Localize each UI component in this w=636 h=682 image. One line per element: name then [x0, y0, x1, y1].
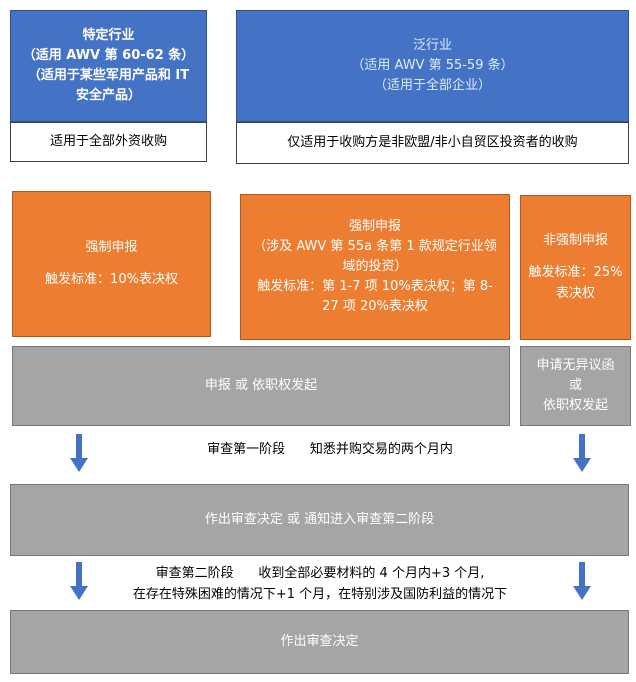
voluntary-filing-title: 非强制申报	[542, 233, 608, 249]
down-arrow-icon	[573, 562, 591, 600]
general-sector-line1: （适用 AWV 第 55-59 条）	[351, 57, 514, 73]
clearance-request-line2: 或	[568, 377, 582, 393]
mandatory-filing-special-box: 强制申报 触发标准：10%表决权	[12, 191, 211, 337]
down-arrow-icon	[70, 562, 88, 600]
special-sector-line3: 安全产品）	[75, 88, 141, 104]
voluntary-filing-line1: 触发标准：25%	[528, 265, 623, 281]
down-arrow-icon	[573, 434, 591, 472]
final-decision-box: 作出审查决定	[10, 610, 629, 674]
clearance-request-line3: 依职权发起	[542, 398, 608, 414]
general-sector-title: 泛行业	[412, 37, 452, 53]
down-arrow-icon	[70, 434, 88, 472]
voluntary-filing-box: 非强制申报 触发标准：25% 表决权	[520, 195, 631, 340]
general-sector-line2: （适用于全部企业）	[373, 78, 491, 94]
mandatory-filing-special-title: 强制申报	[85, 239, 138, 255]
phase1-note: 审查第一阶段 知悉并购交易的两个月内	[207, 442, 453, 457]
voluntary-filing-line2: 表决权	[555, 285, 595, 301]
mandatory-filing-general-line3: 触发标准：第 1-7 项 10%表决权；第 8-	[257, 279, 493, 295]
final-decision-text: 作出审查决定	[280, 633, 359, 649]
mandatory-filing-general-box: 强制申报 （涉及 AWV 第 55a 条第 1 款规定行业领 域的投资） 触发标…	[240, 194, 510, 340]
mandatory-filing-general-line1: （涉及 AWV 第 55a 条第 1 款规定行业领	[253, 238, 497, 254]
clearance-request-box: 申请无异议函 或 依职权发起	[520, 346, 631, 426]
filing-or-exofficio-text: 申报 或 依职权发起	[204, 377, 318, 393]
special-sector-scope: 适用于全部外资收购	[10, 122, 207, 162]
decision-or-phase2-box: 作出审查决定 或 通知进入审查第二阶段	[10, 484, 629, 556]
general-sector-scope-text: 仅适用于收购方是非欧盟/非小自贸区投资者的收购	[287, 134, 578, 150]
mandatory-filing-general-line4: 27 项 20%表决权	[322, 299, 428, 315]
mandatory-filing-general-line2: 域的投资）	[342, 258, 408, 274]
clearance-request-line1: 申请无异议函	[536, 357, 615, 373]
decision-or-phase2-text: 作出审查决定 或 通知进入审查第二阶段	[204, 511, 435, 527]
general-sector-box: 泛行业 （适用 AWV 第 55-59 条） （适用于全部企业）	[236, 10, 629, 122]
general-sector-scope: 仅适用于收购方是非欧盟/非小自贸区投资者的收购	[236, 122, 629, 164]
special-sector-box: 特定行业 （适用 AWV 第 60-62 条） （适用于某些军用产品和 IT 安…	[10, 10, 207, 122]
special-sector-line2: （适用于某些军用产品和 IT	[27, 68, 190, 83]
phase2-note-line1: 审查第二阶段 收到全部必要材料的 4 个月内+3 个月,	[155, 566, 485, 581]
special-sector-line1: （适用 AWV 第 60-62 条）	[22, 47, 195, 63]
filing-or-exofficio-box: 申报 或 依职权发起	[12, 346, 510, 426]
phase2-note: 审查第二阶段 收到全部必要材料的 4 个月内+3 个月, 在存在特殊困难的情况下…	[100, 564, 540, 606]
special-sector-title: 特定行业	[82, 27, 135, 43]
special-sector-scope-text: 适用于全部外资收购	[49, 133, 167, 149]
mandatory-filing-special-criteria: 触发标准：10%表决权	[45, 272, 178, 287]
mandatory-filing-general-title: 强制申报	[348, 218, 401, 234]
phase2-note-line2: 在存在特殊困难的情况下+1 个月，在特别涉及国防利益的情况下	[132, 586, 508, 602]
